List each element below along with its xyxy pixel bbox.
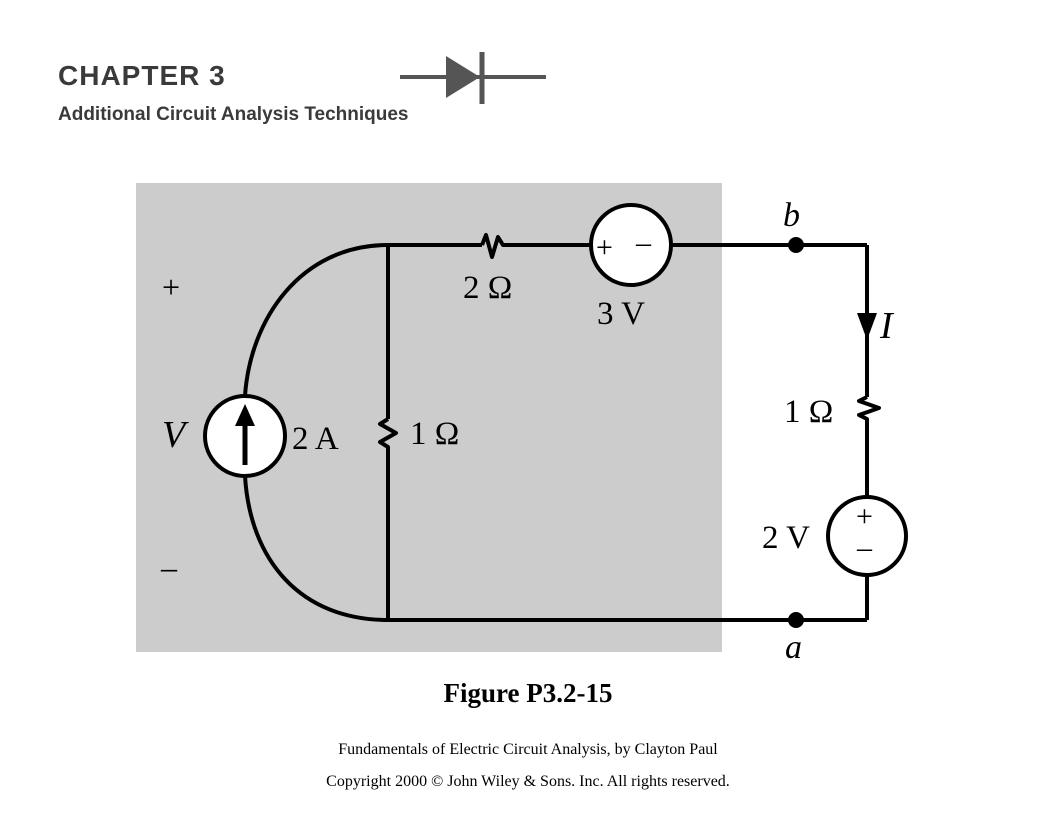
load-resistor-value: 1 Ω (784, 394, 833, 430)
load-source-value: 2 V (762, 520, 810, 556)
voltage-plus-label: + (162, 269, 180, 305)
load-source-minus: – (856, 531, 873, 564)
series-source-value: 3 V (597, 296, 645, 332)
chapter-logo: CHAPTER 3 Additional Circuit Analysis Te… (48, 40, 546, 150)
load-source-plus: + (856, 500, 873, 533)
current-label: I (879, 305, 895, 347)
terminal-b-dot (788, 237, 804, 253)
series-resistor-value: 2 Ω (463, 270, 512, 306)
load-resistor (857, 395, 881, 497)
chapter-title: CHAPTER 3 (58, 60, 226, 91)
shunt-resistor-value: 1 Ω (410, 416, 459, 452)
voltage-label: V (162, 414, 189, 456)
current-arrow-icon (857, 313, 877, 340)
arrow-up-icon (235, 404, 255, 426)
arc-upper (243, 243, 389, 397)
series-source-minus: – (635, 226, 652, 259)
diode-icon (400, 52, 546, 104)
copyright-notice: Copyright 2000 © John Wiley & Sons. Inc.… (326, 773, 730, 790)
load-voltage-source (826, 495, 908, 577)
terminal-b-label: b (783, 197, 800, 234)
terminal-a-label: a (785, 629, 802, 666)
terminal-a-dot (788, 612, 804, 628)
series-voltage-source (589, 203, 673, 287)
voltage-minus-label: – (160, 549, 178, 585)
arc-lower (243, 475, 389, 622)
series-resistor (480, 233, 591, 259)
chapter-subtitle: Additional Circuit Analysis Techniques (58, 104, 409, 125)
shunt-resistor (378, 417, 398, 620)
book-credit: Fundamentals of Electric Circuit Analysi… (338, 741, 718, 758)
figure-title: Figure P3.2-15 (443, 678, 613, 708)
series-source-plus: + (596, 231, 613, 264)
current-source-value: 2 A (292, 421, 339, 457)
